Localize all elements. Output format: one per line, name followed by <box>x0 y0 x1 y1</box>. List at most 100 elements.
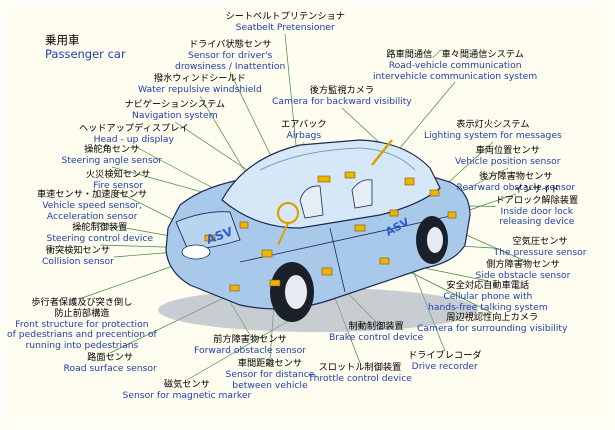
callout-airbags-jp: エアバック <box>281 119 327 130</box>
callout-speed-accel-en: Vehicle speed sensor, <box>42 199 143 211</box>
callout-distance-en: Sensor for distance <box>225 368 315 380</box>
callout-vehicle-position-jp: 車両位置センサ <box>475 145 540 156</box>
callout-airbags-en: Airbags <box>286 129 322 141</box>
callout-forward-obstacle-en: Forward obstacle sensor <box>194 344 306 356</box>
callout-driver-state-en: drowsiness / Inattention <box>175 60 286 72</box>
callout-steering-control-en: Steering control device <box>46 232 154 244</box>
title-japanese: 乗用車 <box>45 33 80 47</box>
callout-lighting-jp: 表示灯火システム <box>456 119 530 130</box>
callout-water-shield-jp: 撥水ウィンドシールド <box>153 73 246 84</box>
callout-rear-camera-en: Camera for backward visibility <box>272 95 412 107</box>
callout-magnetic-en: Sensor for magnetic marker <box>122 389 252 401</box>
callout-vehicle-position-en: Vehicle position sensor <box>455 155 561 167</box>
callout-hud-jp: ヘッドアップディスプレイ <box>79 123 189 134</box>
title-english: Passenger car <box>45 47 126 61</box>
callout-driver-state-jp: ドライバ状態センサ <box>188 39 272 50</box>
callout-cellular-jp: 安全対応自動車電話 <box>446 280 530 291</box>
callout-rear-camera-jp: 後方監視カメラ <box>309 85 375 96</box>
callout-rearward-obstacle-jp: 後方障害物センサ <box>479 171 553 182</box>
callout-pedestrian-jp: 防止前部構造 <box>54 307 110 319</box>
rear-wheel-hub <box>427 227 443 253</box>
callout-surround-camera-en: Camera for surrounding visibility <box>417 322 568 334</box>
callout-navigation-en: Navigation system <box>131 109 218 121</box>
callout-forward-obstacle-jp: 前方障害物センサ <box>213 334 287 345</box>
car-cabin-glass <box>221 139 441 229</box>
callout-throttle-en: Throttle control device <box>308 372 412 384</box>
callout-pedestrian-en: running into pedestrians <box>25 340 139 352</box>
callout-distance-en: between vehicle <box>232 379 308 391</box>
callout-collision-jp: 衝突検知センサ <box>45 245 111 256</box>
callout-road-vehicle-en: Road-vehicle communication <box>388 59 522 71</box>
callout-seatbelt-en: Seatbelt Pretensioner <box>235 21 335 33</box>
callout-speed-accel-jp: 車速センサ・加速度センサ <box>37 189 148 200</box>
callout-hud-en: Head - up display <box>93 133 174 145</box>
callout-steering-angle-en: Steering angle sensor <box>61 154 163 166</box>
car-body <box>158 139 478 332</box>
front-seat <box>299 185 324 219</box>
callout-fire-en: Fire sensor <box>93 179 144 191</box>
leader-road-vehicle <box>389 81 456 161</box>
callout-drive-recorder-jp: ドライブレコーダ <box>408 350 482 361</box>
callout-brake-jp: 制動制御装置 <box>348 321 404 332</box>
callout-magnetic-jp: 磁気センサ <box>163 379 210 390</box>
sensor-modules <box>204 171 457 292</box>
rear-seat <box>351 179 373 209</box>
callout-pedestrian-en: of pedestrians and precention of <box>7 329 157 341</box>
callout-pedestrian-en: Front structure for protection <box>15 318 149 330</box>
front-wheel-hub <box>285 275 307 309</box>
callout-speed-accel-en: Acceleration sensor <box>46 210 138 222</box>
callout-seatbelt-jp: シートベルトプリテンショナ <box>225 11 345 22</box>
callout-door-lock-jp: ドアロック解除装置 <box>495 194 579 206</box>
antenna <box>371 139 393 166</box>
callout-door-lock-en: releasing device <box>499 216 575 228</box>
callout-collision-en: Collision sensor <box>42 255 114 267</box>
callout-door-lock-jp: インサイド <box>513 184 560 195</box>
callout-lighting-en: Lighting system for messages <box>424 129 562 141</box>
roof-line <box>259 147 416 171</box>
callout-drive-recorder-en: Drive recorder <box>411 360 478 372</box>
steering-column <box>277 222 289 246</box>
callout-steering-control-jp: 操舵制御装置 <box>72 222 128 233</box>
callout-road-vehicle-jp: 路車間通信／車々間通信システム <box>386 49 524 60</box>
callout-driver-state-en: Sensor for driver's <box>188 49 273 61</box>
callout-door-lock-en: Inside door lock <box>500 205 574 217</box>
callout-pressure-jp: 空気圧センサ <box>512 236 568 247</box>
callout-navigation-jp: ナビゲーションシステム <box>124 99 226 110</box>
door-line <box>329 227 346 293</box>
callout-side-obstacle-en: Side obstacle sensor <box>475 269 571 281</box>
callout-road-vehicle-en: intervehicle communication system <box>373 70 538 82</box>
headlight <box>181 244 211 260</box>
callout-fire-jp: 火災検知センサ <box>86 169 151 180</box>
callout-side-obstacle-jp: 側方障害物センサ <box>486 259 560 270</box>
callout-throttle-jp: スロットル制御装置 <box>318 362 402 373</box>
callout-distance-jp: 車間距離センサ <box>237 358 303 369</box>
callout-steering-angle-jp: 操舵角センサ <box>84 144 140 155</box>
callout-water-shield-en: Water repulsive windshield <box>138 83 262 95</box>
callout-pressure-en: The pressure sensor <box>493 246 587 258</box>
